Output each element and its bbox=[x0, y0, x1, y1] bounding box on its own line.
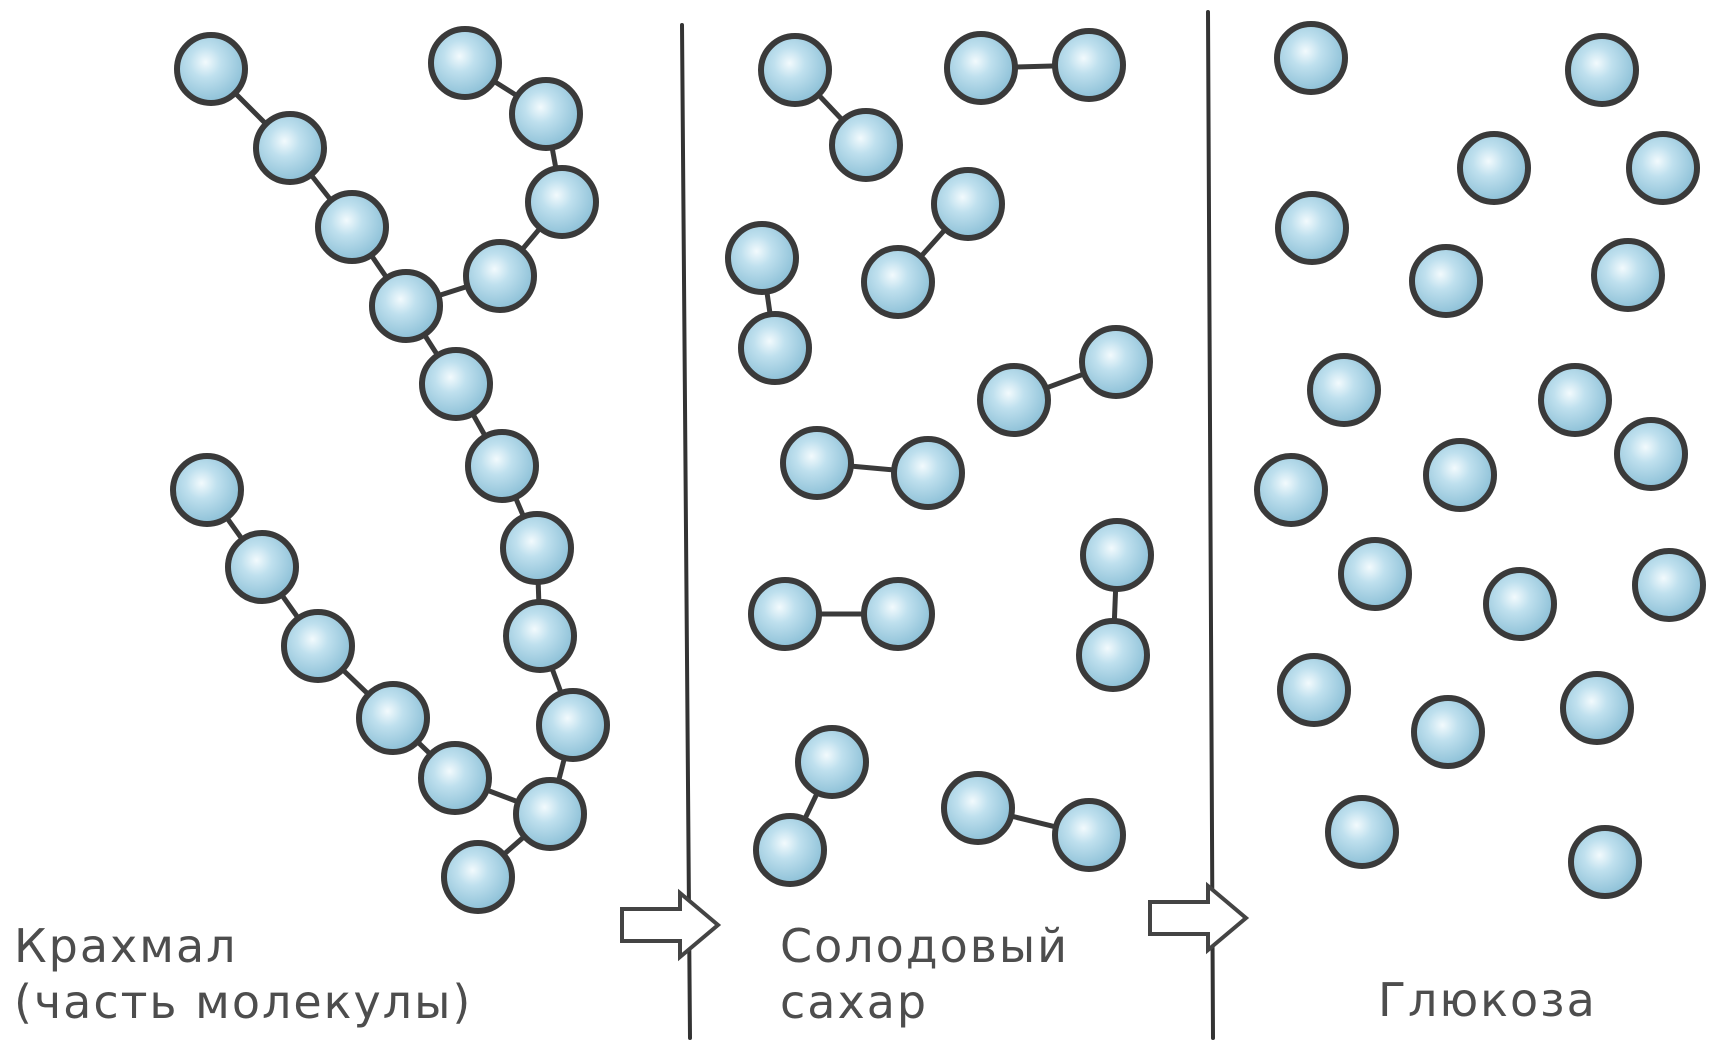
maltose-glucose-unit bbox=[861, 245, 935, 319]
glucose-molecule bbox=[1591, 238, 1665, 312]
maltose-sublabel: сахар bbox=[780, 975, 929, 1029]
maltose-glucose-unit bbox=[1080, 518, 1154, 592]
maltose-glucose-unit bbox=[1079, 325, 1153, 399]
glucose-molecule bbox=[1423, 438, 1497, 512]
maltose-glucose-unit bbox=[748, 577, 822, 651]
glucose-molecule bbox=[1632, 548, 1706, 622]
maltose-glucose-unit bbox=[725, 221, 799, 295]
glucose-molecule bbox=[1457, 131, 1531, 205]
arrow-icon bbox=[620, 888, 722, 962]
panel-divider-1 bbox=[680, 23, 692, 1040]
maltose-label: Солодовый bbox=[780, 919, 1070, 973]
maltose-glucose-unit bbox=[931, 167, 1005, 241]
maltose-glucose-unit bbox=[1052, 798, 1126, 872]
starch-glucose-unit bbox=[463, 239, 537, 313]
starch-glucose-unit bbox=[509, 77, 583, 151]
starch-glucose-unit bbox=[253, 111, 327, 185]
glucose-molecule bbox=[1568, 825, 1642, 899]
starch-glucose-unit bbox=[525, 165, 599, 239]
starch-glucose-unit bbox=[465, 429, 539, 503]
maltose-glucose-unit bbox=[795, 725, 869, 799]
starch-glucose-unit bbox=[503, 599, 577, 673]
starch-glucose-unit bbox=[225, 530, 299, 604]
starch-glucose-unit bbox=[536, 688, 610, 762]
glucose-molecule bbox=[1254, 453, 1328, 527]
maltose-glucose-unit bbox=[1052, 28, 1126, 102]
maltose-glucose-unit bbox=[780, 426, 854, 500]
starch-glucose-unit bbox=[356, 681, 430, 755]
glucose-molecule bbox=[1565, 33, 1639, 107]
glucose-molecule bbox=[1483, 567, 1557, 641]
glucose-caption: Глюкоза bbox=[1378, 972, 1597, 1028]
starch-glucose-unit bbox=[441, 840, 515, 914]
maltose-glucose-unit bbox=[829, 108, 903, 182]
panel-divider-2 bbox=[1206, 10, 1215, 1040]
starch-glucose-unit bbox=[281, 609, 355, 683]
starch-glucose-unit bbox=[170, 453, 244, 527]
glucose-molecule bbox=[1560, 671, 1634, 745]
maltose-glucose-unit bbox=[941, 771, 1015, 845]
starch-glucose-unit bbox=[428, 26, 502, 100]
maltose-glucose-unit bbox=[944, 31, 1018, 105]
starch-glucose-unit bbox=[513, 777, 587, 851]
glucose-molecule bbox=[1275, 191, 1349, 265]
maltose-glucose-unit bbox=[1076, 618, 1150, 692]
glucose-molecule bbox=[1538, 363, 1612, 437]
maltose-glucose-unit bbox=[861, 577, 935, 651]
glucose-molecule bbox=[1274, 21, 1348, 95]
maltose-glucose-unit bbox=[758, 33, 832, 107]
glucose-molecule bbox=[1325, 795, 1399, 869]
maltose-glucose-unit bbox=[891, 436, 965, 510]
maltose-caption: Солодовый сахар bbox=[780, 918, 1069, 1030]
glucose-molecule bbox=[1409, 244, 1483, 318]
glucose-molecule bbox=[1626, 131, 1700, 205]
glucose-molecule bbox=[1307, 353, 1381, 427]
starch-glucose-unit bbox=[419, 347, 493, 421]
arrow-icon bbox=[1148, 881, 1250, 955]
glucose-molecule bbox=[1411, 695, 1485, 769]
glucose-label: Глюкоза bbox=[1378, 973, 1597, 1027]
maltose-glucose-unit bbox=[977, 363, 1051, 437]
starch-sublabel: (часть молекулы) bbox=[14, 975, 473, 1029]
maltose-glucose-unit bbox=[753, 813, 827, 887]
starch-glucose-unit bbox=[500, 511, 574, 585]
starch-glucose-unit bbox=[174, 32, 248, 106]
starch-glucose-unit bbox=[315, 190, 389, 264]
starch-caption: Крахмал (часть молекулы) bbox=[14, 918, 472, 1030]
starch-glucose-unit bbox=[369, 269, 443, 343]
maltose-glucose-unit bbox=[738, 311, 812, 385]
starch-glucose-unit bbox=[418, 741, 492, 815]
glucose-molecule bbox=[1277, 653, 1351, 727]
glucose-molecule bbox=[1614, 417, 1688, 491]
starch-label: Крахмал bbox=[14, 919, 238, 973]
glucose-molecule bbox=[1338, 537, 1412, 611]
